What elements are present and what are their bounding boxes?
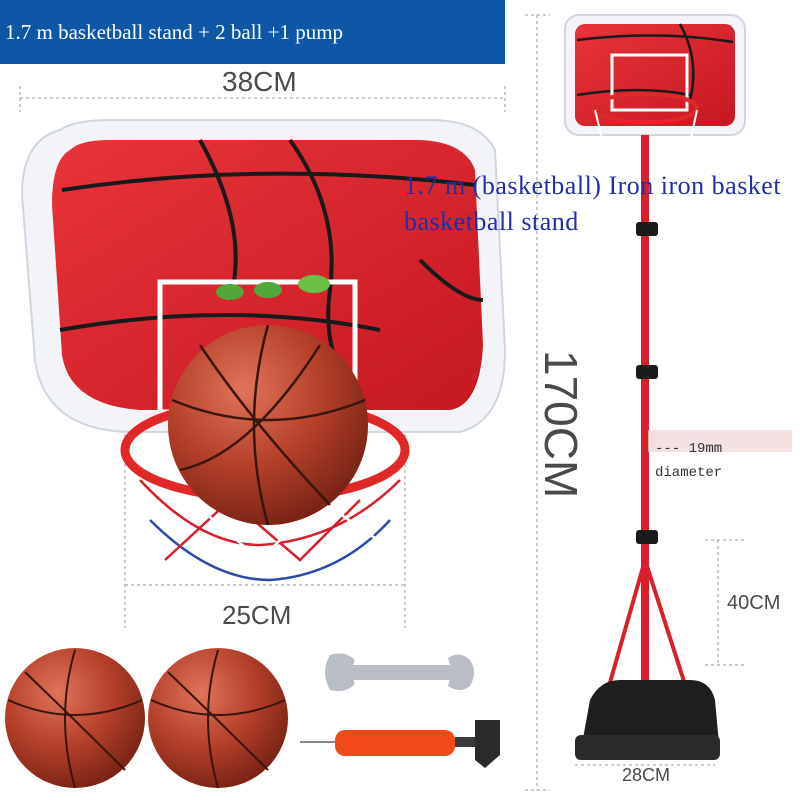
stand-full [564, 14, 746, 760]
rim-net [123, 439, 407, 582]
pole-diameter-note: --- 19mm diameter [655, 437, 722, 485]
product-description: 1.7 m (basketball) Iron iron basket bask… [404, 171, 782, 236]
pole-note-background [648, 430, 792, 452]
basketball-left [5, 648, 145, 789]
stand-dimension-lines [525, 14, 745, 791]
pole-note-line2: diameter [655, 465, 723, 481]
basketball-in-hoop [168, 324, 368, 526]
dimension-rim-diameter: 25CM [222, 600, 292, 630]
pump [300, 720, 500, 768]
dimension-backboard-width: 38CM [222, 66, 297, 97]
pole-note-line1: --- 19mm [655, 441, 723, 457]
dimension-height: 170CM [535, 350, 587, 499]
title-banner: 1.7 m basketball stand + 2 ball +1 pump [0, 0, 505, 64]
dimension-base-height: 40CM [727, 592, 781, 614]
dimension-base-width: 28CM [622, 765, 671, 785]
title-text: 1.7 m basketball stand + 2 ball +1 pump [5, 19, 344, 44]
backboard-large [20, 119, 507, 433]
basketball-right [148, 648, 288, 789]
wrench [325, 653, 474, 692]
